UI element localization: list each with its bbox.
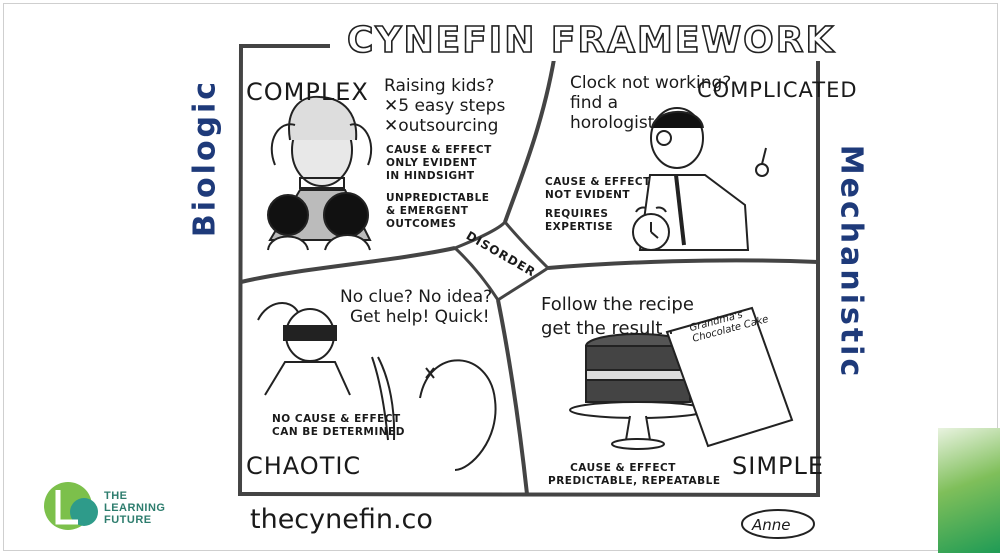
- cross-icon: ✕: [384, 96, 399, 116]
- recipe-card-drawing: [665, 306, 794, 448]
- complex-outcomes: UNPREDICTABLE & EMERGENT OUTCOMES: [386, 192, 490, 230]
- simple-cause-effect: CAUSE & EFFECT PREDICTABLE, REPEATABLE: [548, 462, 721, 487]
- simple-heading: SIMPLE: [732, 452, 825, 480]
- complex-crossed-1: ✕5 easy steps: [384, 96, 506, 116]
- artist-signature: Anne: [752, 516, 791, 534]
- complicated-requires: REQUIRES EXPERTISE: [545, 208, 614, 233]
- complex-crossed-2: ✕outsourcing: [384, 116, 499, 136]
- signature-oval: [741, 509, 815, 539]
- learning-future-logo-text: THE LEARNING FUTURE: [104, 490, 166, 526]
- complex-cause-effect: CAUSE & EFFECT ONLY EVIDENT IN HINDSIGHT: [386, 144, 492, 182]
- alarm-clock-drawing: [632, 206, 670, 251]
- mechanistic-label: Mechanistic: [833, 144, 869, 380]
- blindfolded-figure: [257, 302, 497, 471]
- divider-right: [547, 258, 819, 270]
- website-link[interactable]: thecynefin.co: [250, 504, 433, 535]
- simple-question: Follow the recipe get the result .: [541, 294, 694, 339]
- divider-bottom: [496, 299, 529, 495]
- complicated-question: Clock not working? find a horologist: [570, 73, 732, 133]
- children-figures: [267, 192, 371, 251]
- complex-question: Raising kids?: [384, 76, 495, 96]
- biologic-label: Biologic: [187, 78, 223, 238]
- slide-border: [3, 3, 998, 551]
- decorative-green-panel: [938, 428, 1000, 553]
- complicated-cause-effect: CAUSE & EFFECT NOT EVIDENT: [545, 176, 651, 201]
- chaotic-heading: CHAOTIC: [246, 452, 362, 480]
- cross-icon: ✕: [384, 116, 399, 136]
- learning-future-logo-mark: [44, 482, 98, 530]
- divider-left: [240, 246, 456, 284]
- framework-title: CYNEFIN FRAMEWORK: [341, 19, 842, 62]
- complex-heading: COMPLEX: [246, 78, 369, 106]
- chaotic-question: No clue? No idea? Get help! Quick!: [340, 287, 493, 327]
- disorder-region: [452, 219, 551, 303]
- divider-top: [503, 46, 558, 223]
- chaotic-cause-effect: NO CAUSE & EFFECT CAN BE DETERMINED: [272, 413, 405, 438]
- complicated-heading: COMPLICATED: [697, 78, 858, 102]
